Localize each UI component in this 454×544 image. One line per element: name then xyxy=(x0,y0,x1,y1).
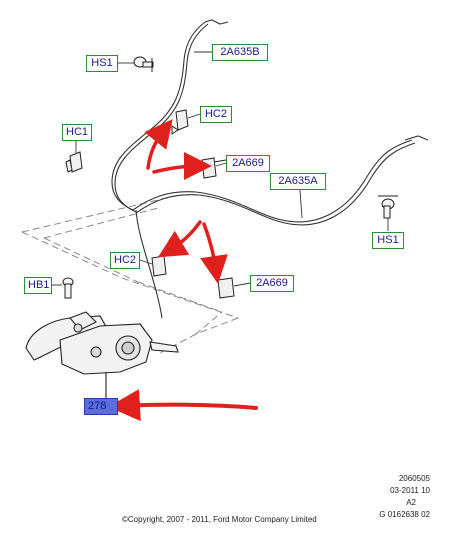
ref-revision: A2 xyxy=(406,498,416,507)
parking-brake-lever xyxy=(25,311,179,398)
callout-hc2-bottom: HC2 xyxy=(110,252,140,269)
callout-hc1: HC1 xyxy=(62,124,92,141)
copyright-notice: ©Copyright, 2007 - 2011, Ford Motor Comp… xyxy=(122,515,317,524)
clip-2A669-bottom xyxy=(217,277,235,299)
callout-2A635A: 2A635A xyxy=(270,173,326,190)
callout-2A635B: 2A635B xyxy=(212,44,268,61)
callout-hs1-right: HS1 xyxy=(372,232,404,249)
clip-hc2-bottom xyxy=(151,255,167,277)
clip-hc1 xyxy=(65,151,83,173)
red-arrow-278 xyxy=(108,389,258,422)
callout-hb1: HB1 xyxy=(24,277,52,294)
ref-number: 2060505 xyxy=(398,474,430,483)
bolt-hb1 xyxy=(62,277,74,299)
callout-hs1-top: HS1 xyxy=(86,55,118,72)
callout-2A669-top: 2A669 xyxy=(226,155,270,172)
red-arrows xyxy=(108,119,258,422)
ref-date: 03-2011 10 xyxy=(390,486,430,495)
leader-lines xyxy=(52,51,389,287)
clip-2A669-top xyxy=(201,157,227,179)
bolt-hs1-right xyxy=(378,195,398,219)
callout-hc2-top: HC2 xyxy=(200,106,232,123)
cable-2A635A xyxy=(132,135,429,226)
red-arrow-2A669-bottom xyxy=(200,222,228,284)
ref-code: G 0162638 02 xyxy=(379,510,430,519)
clip-hc2-top xyxy=(171,109,189,135)
red-arrow-hc2-top xyxy=(144,119,173,170)
bolt-hs1-top xyxy=(133,56,154,72)
callout-2A669-bottom: 2A669 xyxy=(250,275,294,292)
cable-to-lever xyxy=(135,209,163,319)
red-arrow-2A669-top xyxy=(152,152,212,181)
red-arrow-hc2-bottom xyxy=(157,220,202,258)
callout-278-highlighted: 278 xyxy=(84,398,118,415)
